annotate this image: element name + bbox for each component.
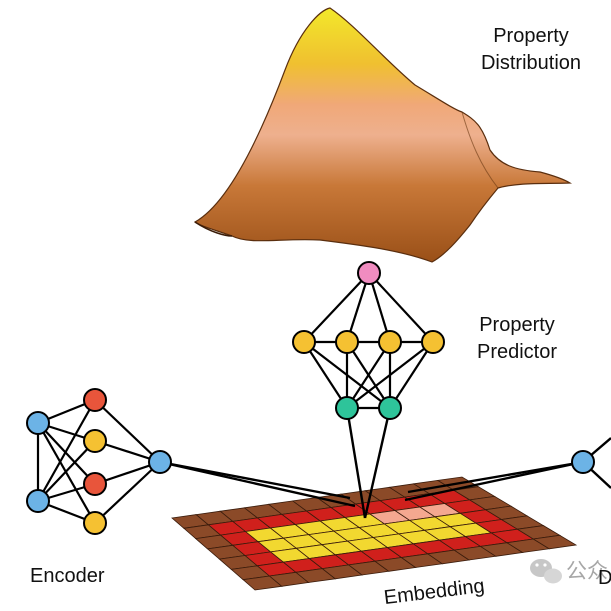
property-distribution-surface — [193, 7, 573, 263]
predictor-hidden-node — [335, 330, 359, 354]
encoder-input-node — [26, 411, 50, 435]
predictor-network — [303, 272, 434, 410]
encoder-input-node — [26, 489, 50, 513]
property-distribution-label: Property Distribution — [466, 23, 596, 77]
encoder-network — [36, 398, 161, 525]
predictor-hidden-node — [421, 330, 445, 354]
embedding-label: Embedding — [383, 575, 486, 609]
watermark-text: 公众 — [566, 559, 608, 583]
encoder-hidden-node — [83, 511, 107, 535]
property-predictor-label-line: Property — [479, 314, 555, 336]
encoder-output-node — [148, 450, 172, 474]
embedding-cell — [532, 534, 578, 550]
predictor-input-node — [378, 396, 402, 420]
decoder-network — [571, 450, 595, 474]
predictor-nodes — [292, 261, 445, 420]
encoder-nodes — [26, 388, 172, 535]
embedding-grid — [171, 476, 578, 591]
predictor-hidden-node — [292, 330, 316, 354]
property-predictor-label: Property Predictor — [462, 312, 572, 366]
property-distribution-label-line: Property — [493, 25, 569, 47]
predictor-input-node — [335, 396, 359, 420]
encoder-hidden-node — [83, 429, 107, 453]
watermark: 公众 — [530, 559, 608, 584]
decoder-input-node — [571, 450, 595, 474]
encoder-label: Encoder — [30, 563, 125, 590]
encoder-label-text: Encoder — [30, 565, 105, 587]
predictor-output-node — [357, 261, 381, 285]
encoder-hidden-node — [83, 472, 107, 496]
wechat-icon — [530, 559, 562, 584]
decoder-label-partial: D — [598, 567, 611, 589]
property-distribution-label-line: Distribution — [480, 52, 582, 74]
property-predictor-label-line: Predictor — [476, 341, 558, 363]
predictor-hidden-node — [378, 330, 402, 354]
encoder-hidden-node — [83, 388, 107, 412]
